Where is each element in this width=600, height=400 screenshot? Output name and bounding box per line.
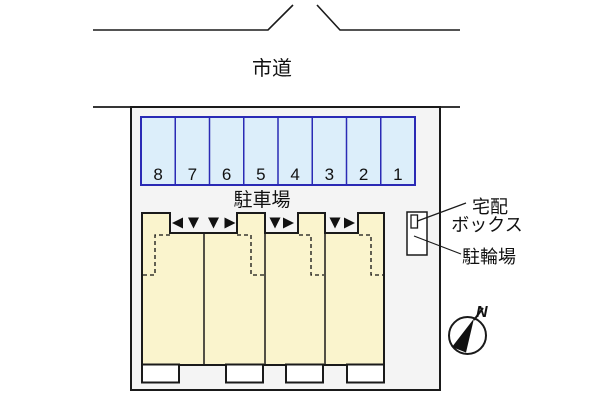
arrow-down-icon: [188, 217, 199, 229]
parking-label: 駐車場: [233, 189, 290, 211]
arrow-down-icon: [269, 217, 281, 229]
bicycle-parking-label: 駐輪場: [462, 247, 516, 267]
arrow-right-icon: [283, 217, 294, 229]
arrow-left-icon: [172, 217, 183, 229]
porch: [225, 363, 264, 384]
parking-space-number: 8: [153, 165, 162, 184]
road-upper-edge-left: [93, 4, 294, 31]
porch: [141, 363, 180, 384]
bicycle-parking-leader-line: [413, 235, 462, 255]
unit3-entry-dashed-outline: [299, 234, 324, 276]
arrow-right-icon: [224, 217, 236, 229]
building-outline: [141, 212, 385, 366]
parking-space-number: 7: [188, 165, 197, 184]
porches: [141, 363, 385, 384]
parking-space-number: 2: [359, 165, 368, 184]
porch: [346, 363, 385, 384]
parking-space-number: 6: [222, 165, 231, 184]
road-label: 市道: [252, 57, 292, 80]
road-upper-edge-right: [316, 4, 460, 31]
parking-space-dividers: [174, 117, 382, 185]
unit1-entry-dashed-outline: [142, 234, 170, 276]
parking-space-numbers: 8 7 6 5 4 3 2 1: [153, 165, 402, 184]
compass-needle-tip-line: [473, 307, 484, 321]
parking-space-number: 5: [256, 165, 265, 184]
unit4-entry-dashed-outline: [359, 234, 383, 276]
delivery-box-leader-line: [417, 202, 467, 222]
parking-space-number: 3: [325, 165, 334, 184]
compass-icon: N: [448, 304, 488, 355]
parking-space-number: 1: [393, 165, 402, 184]
unit-dividers: [203, 233, 326, 365]
arrow-down-icon: [329, 217, 341, 229]
entrance-arrows: [172, 217, 355, 229]
arrow-right-icon: [344, 217, 355, 229]
compass-needle: [452, 318, 474, 353]
parking-space-number: 4: [290, 165, 299, 184]
porch: [285, 363, 324, 384]
delivery-box-icon: [410, 214, 419, 229]
delivery-box-label-line2: ボックス: [451, 215, 522, 235]
arrow-down-icon: [208, 217, 219, 229]
delivery-box-label-line1: 宅配: [472, 197, 508, 217]
compass-north-label: N: [476, 304, 488, 321]
unit2-entry-dashed-outline: [237, 234, 264, 276]
